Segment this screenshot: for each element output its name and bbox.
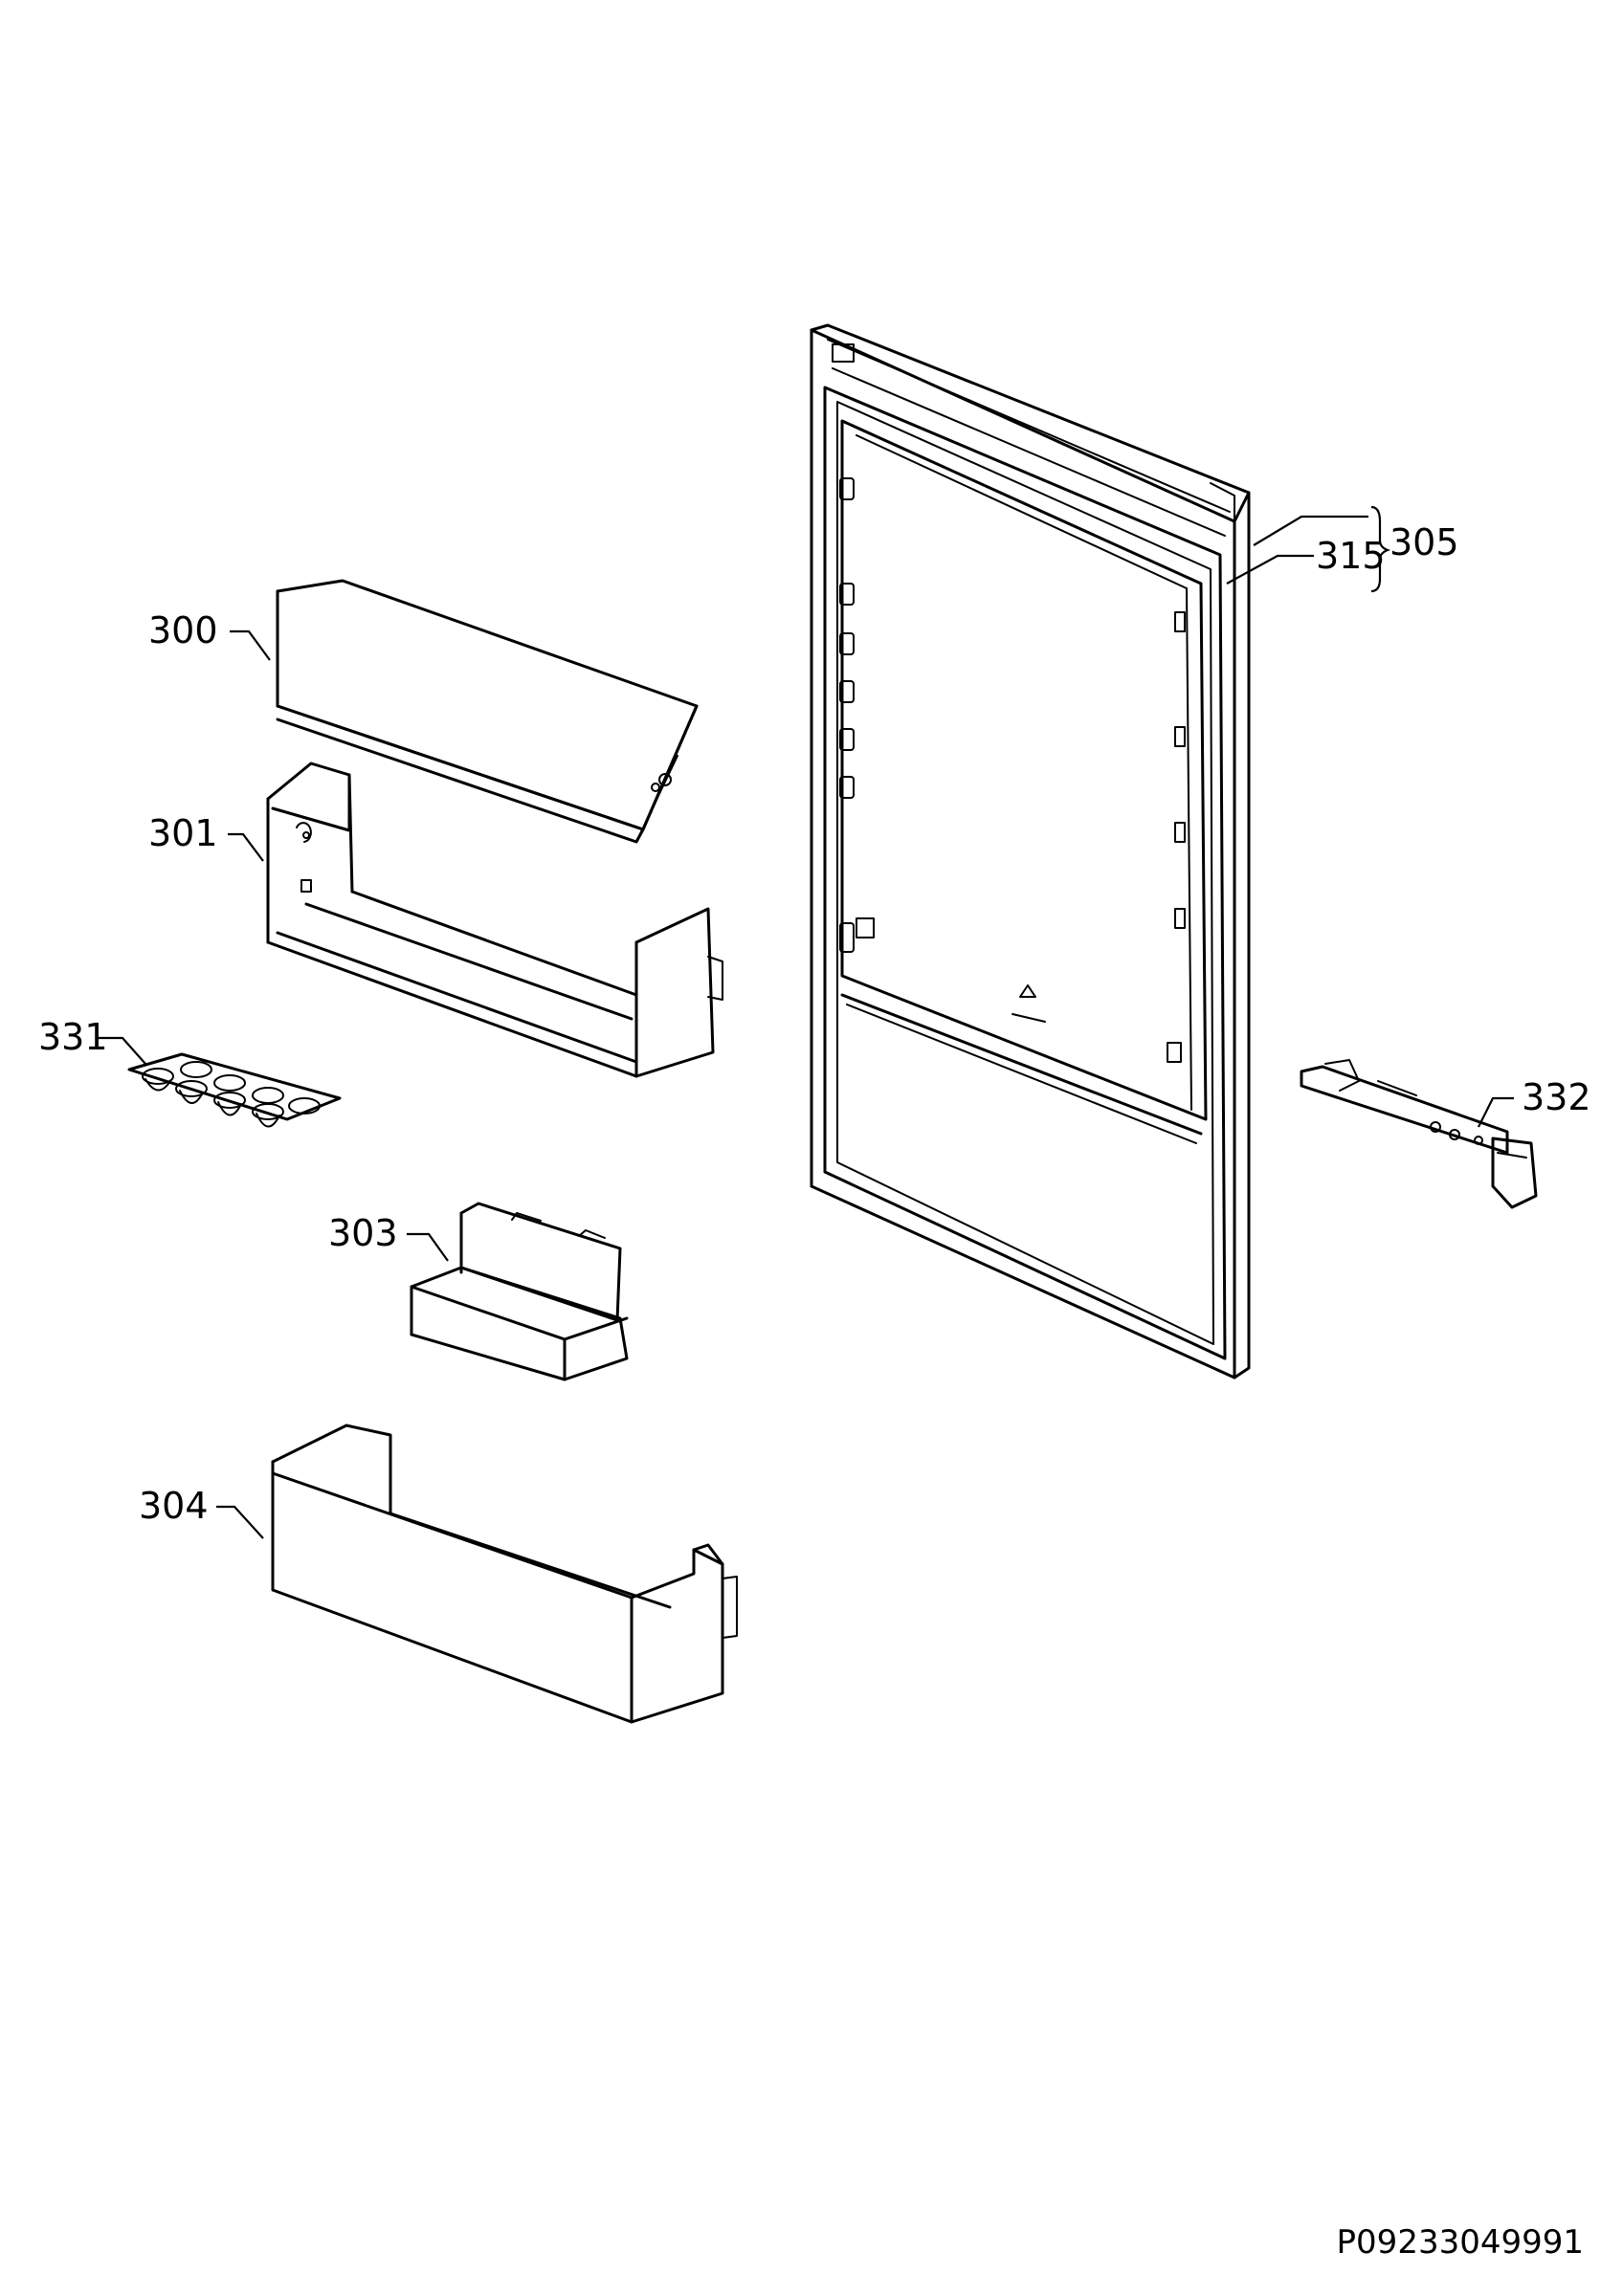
label-332: 332 [1522,1076,1591,1118]
label-301: 301 [148,812,218,854]
leader-lines [98,505,1514,1539]
label-305: 305 [1390,521,1459,563]
label-303: 303 [328,1212,398,1254]
part-300-shelf-cover [276,579,699,844]
part-303-small-bin [410,1202,629,1381]
part-331-egg-tray [127,1052,342,1128]
label-315: 315 [1316,535,1386,577]
part-332-hinge [1300,1059,1538,1209]
part-301-shelf-tray [266,762,723,1078]
document-id: P09233049991 [1337,2223,1584,2262]
part-305-door-assembly [810,323,1251,1380]
label-300: 300 [148,609,218,651]
part-304-door-bin [271,1424,738,1724]
label-304: 304 [139,1485,209,1527]
label-331: 331 [38,1016,108,1058]
